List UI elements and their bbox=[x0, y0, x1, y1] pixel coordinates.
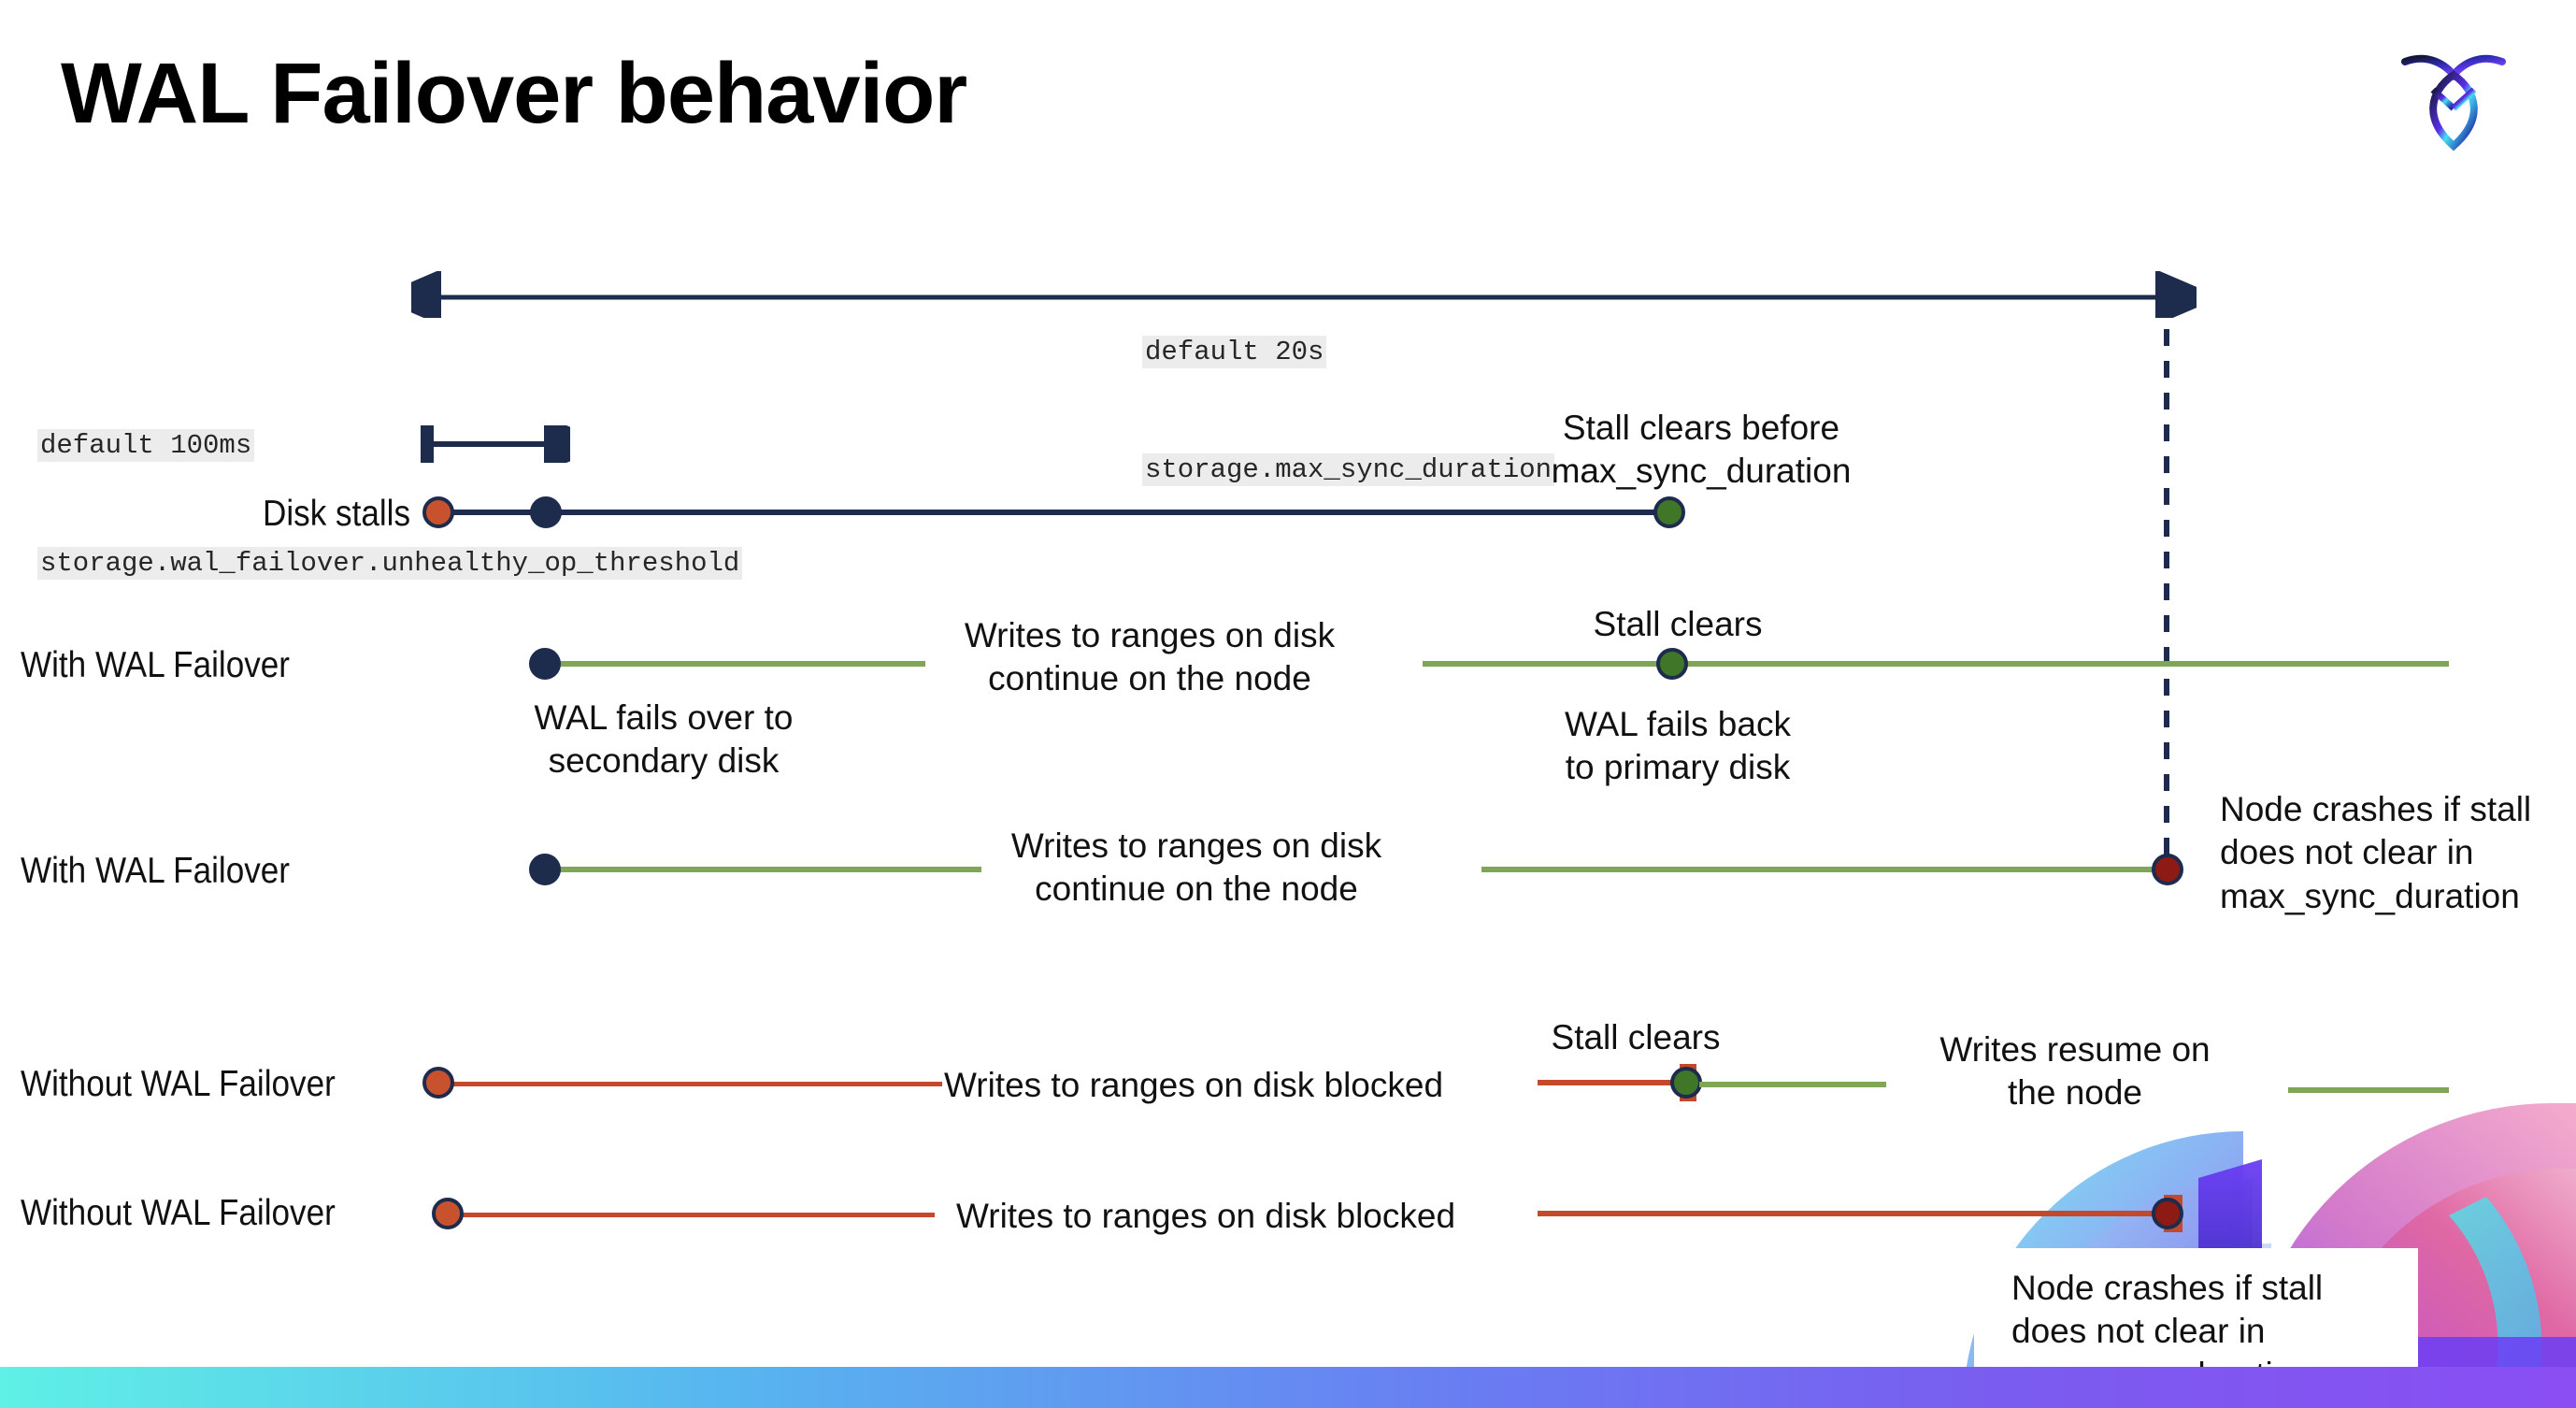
without-wal-1-timeline-left bbox=[437, 1082, 942, 1086]
with-wal-2-timeline-left bbox=[542, 867, 981, 872]
row-label-with-wal-failover-1: With WAL Failover bbox=[21, 645, 290, 685]
without-wal-2-crash-dot bbox=[2152, 1198, 2183, 1229]
with-wal-1-clear-dot bbox=[1656, 648, 1688, 680]
annot-writes-blocked-2: Writes to ranges on disk blocked bbox=[956, 1197, 1456, 1235]
page-title: WAL Failover behavior bbox=[61, 46, 967, 141]
annot-writes-blocked-1: Writes to ranges on disk blocked bbox=[944, 1066, 1444, 1104]
max-sync-duration-name: storage.max_sync_duration bbox=[1142, 453, 1555, 487]
annot-writes-continue-1: Writes to ranges on disk continue on the… bbox=[964, 616, 1336, 698]
without-wal-1-timeline-right bbox=[1699, 1082, 1886, 1087]
disk-stalls-start-dot bbox=[422, 496, 454, 528]
row-label-with-wal-failover-2: With WAL Failover bbox=[21, 851, 290, 891]
with-wal-1-timeline-right bbox=[1423, 661, 2449, 667]
annot-stall-clears-2: Stall clears bbox=[1551, 1018, 1721, 1056]
without-wal-1-clear-dot bbox=[1670, 1067, 1702, 1099]
row-label-without-wal-failover-2: Without WAL Failover bbox=[21, 1193, 336, 1233]
without-wal-2-blocked-arrow bbox=[1538, 1195, 2182, 1232]
annot-stall-clears-before: Stall clears before max_sync_duration bbox=[1551, 409, 1852, 491]
max-sync-duration-span-arrow bbox=[411, 271, 2197, 318]
with-wal-2-crash-dot bbox=[2152, 854, 2183, 885]
disk-stalls-clear-dot bbox=[1653, 496, 1685, 528]
unhealthy-op-threshold-span-arrow bbox=[421, 425, 570, 463]
max-sync-duration-setting: default 20s storage.max_sync_duration bbox=[1142, 254, 1555, 568]
unhealthy-op-threshold-setting: default 100ms storage.wal_failover.unhea… bbox=[37, 348, 743, 662]
disk-stalls-timeline bbox=[437, 510, 1669, 515]
annot-wal-fails-over: WAL fails over to secondary disk bbox=[534, 698, 794, 781]
row-label-without-wal-failover-1: Without WAL Failover bbox=[21, 1064, 336, 1104]
without-wal-2-start-dot bbox=[432, 1198, 464, 1229]
with-wal-2-timeline-right bbox=[1481, 867, 2168, 872]
annot-stall-clears-1: Stall clears bbox=[1593, 605, 1763, 643]
annot-node-crashes-1: Node crashes if stall does not clear in … bbox=[2220, 790, 2532, 915]
row-label-disk-stalls: Disk stalls bbox=[263, 494, 410, 534]
annot-writes-resume: Writes resume on the node bbox=[1939, 1030, 2211, 1113]
max-sync-duration-dashed-line bbox=[2164, 297, 2169, 872]
annot-wal-fails-back: WAL fails back to primary disk bbox=[1565, 705, 1791, 787]
annot-writes-continue-2: Writes to ranges on disk continue on the… bbox=[1010, 826, 1382, 909]
without-wal-1-start-dot bbox=[422, 1067, 454, 1099]
with-wal-2-failover-dot bbox=[529, 854, 561, 885]
max-sync-duration-default: default 20s bbox=[1142, 336, 1327, 369]
disk-stalls-failover-dot bbox=[530, 496, 562, 528]
unhealthy-op-threshold-name: storage.wal_failover.unhealthy_op_thresh… bbox=[37, 547, 743, 581]
unhealthy-op-threshold-default: default 100ms bbox=[37, 429, 255, 463]
with-wal-1-timeline-left bbox=[542, 661, 925, 667]
without-wal-1-timeline-far-right bbox=[2288, 1087, 2449, 1093]
cockroachdb-logo-icon bbox=[2388, 26, 2519, 166]
without-wal-1-blocked-arrow bbox=[1538, 1064, 1696, 1101]
bottom-gradient-bar bbox=[0, 1367, 2576, 1408]
without-wal-2-timeline-left bbox=[458, 1213, 935, 1217]
with-wal-1-failover-dot bbox=[529, 648, 561, 680]
